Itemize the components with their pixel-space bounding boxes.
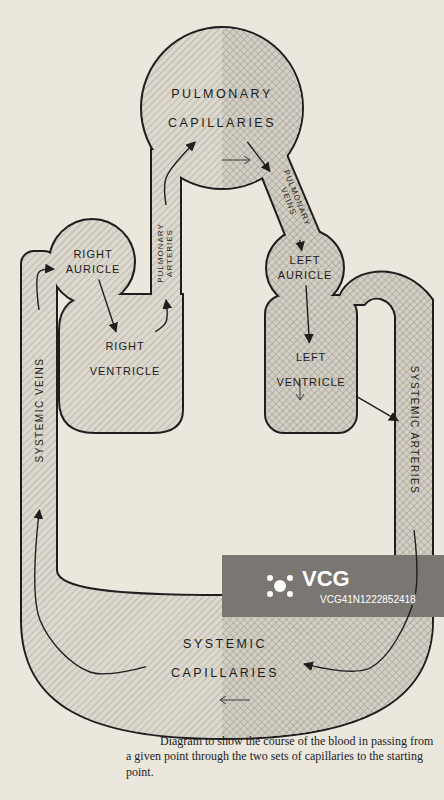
vessel-label: PULMONARY VEINS [271, 164, 314, 235]
part-label: RIGHT VENTRICLE [72, 334, 178, 385]
capillary-region: PULMONARY CAPILLARIES [148, 76, 296, 142]
flow-connector [247, 142, 270, 171]
vessel-label: SYSTEMIC ARTERIES [409, 335, 420, 525]
part-label: LEFT AURICLE [268, 253, 342, 284]
flow-connector [306, 285, 309, 342]
flow-connector [304, 530, 417, 671]
heart-chamber: LEFT AURICLE [268, 251, 342, 286]
part-label: RIGHT AURICLE [54, 247, 132, 278]
venous-fill [22, 28, 432, 738]
capillary-region: SYSTEMIC CAPILLARIES [146, 626, 304, 692]
vessel-outline [22, 28, 432, 738]
flow-connector [155, 300, 167, 332]
watermark-band [222, 555, 444, 617]
flow-connector [37, 269, 54, 310]
flow-connector [300, 240, 302, 251]
arterial-fill [22, 28, 432, 738]
vessel-label: PULMONARY ARTERIES [157, 207, 175, 299]
part-label: LEFT VENTRICLE [266, 345, 356, 396]
flow-arrow [220, 156, 304, 704]
figure-caption: Diagram to show the course of the blood … [126, 734, 440, 780]
heart-chamber: RIGHT VENTRICLE [72, 332, 178, 387]
flow-connector [356, 396, 398, 420]
flow-connector [99, 279, 116, 331]
heart-chamber: LEFT VENTRICLE [266, 343, 356, 398]
part-label: PULMONARY CAPILLARIES [148, 80, 296, 138]
watermark-logo [267, 575, 293, 597]
vessel-label: SYSTEMIC VEINS [34, 315, 45, 505]
watermark-text: VCG41N1222852418 [318, 594, 418, 605]
watermark-text: VCG [300, 566, 352, 592]
part-label: SYSTEMIC CAPILLARIES [146, 630, 304, 688]
vessel-band: SYSTEMIC VEINS [24, 310, 54, 510]
vessel-band: PULMONARY VEINS [270, 160, 314, 240]
heart-chamber: RIGHT AURICLE [54, 245, 132, 280]
flow-connector [165, 142, 196, 205]
flow-connector [35, 510, 146, 674]
vessel-band: SYSTEMIC ARTERIES [398, 330, 430, 530]
vessel-band: PULMONARY ARTERIES [152, 205, 180, 300]
